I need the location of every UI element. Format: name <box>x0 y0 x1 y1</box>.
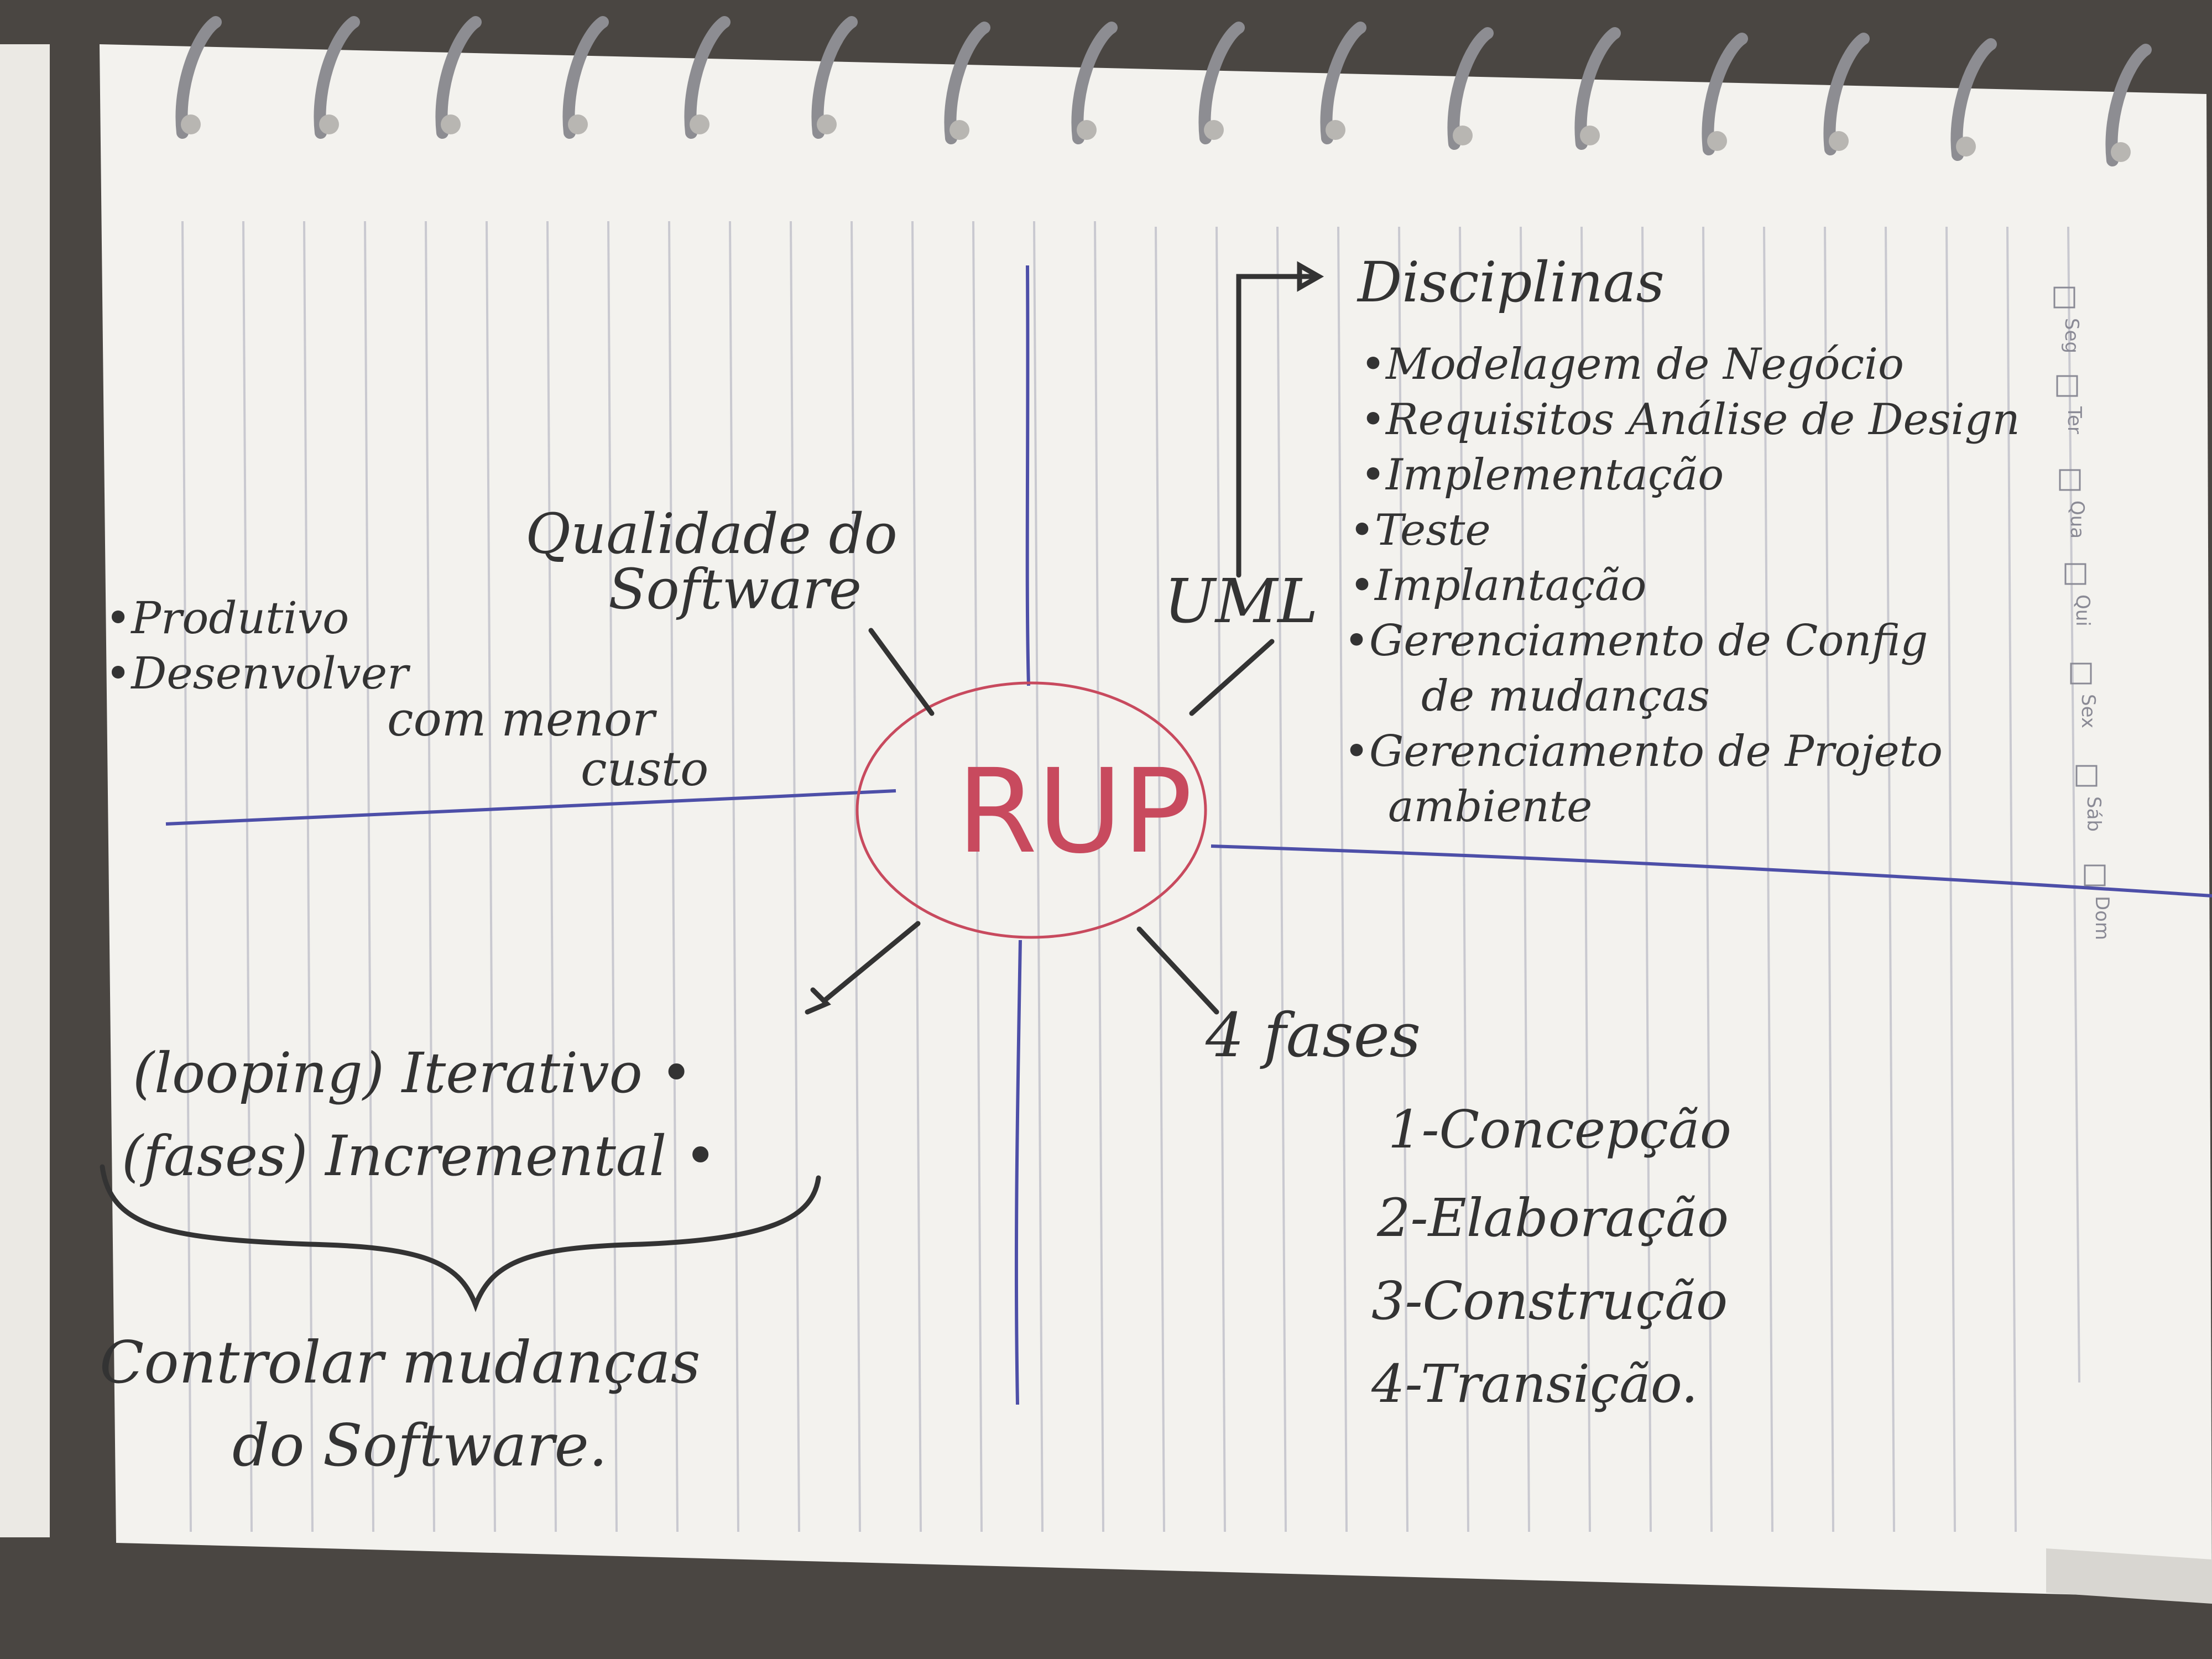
day-checkbox <box>2070 662 2092 685</box>
day-label: Seg <box>2060 318 2083 353</box>
center-label: RUP <box>957 744 1192 879</box>
quadrant-axes <box>165 265 2212 1405</box>
planner-days: Seg Ter Qua Qui Sex Sáb Dom <box>2053 286 2113 940</box>
day-label: Qui <box>2072 594 2094 627</box>
discipline-item: •Modelagem de Negócio <box>1360 340 1904 389</box>
discipline-item: •Gerenciamento de Projeto <box>1344 727 1943 776</box>
day-label: Qua <box>2066 500 2088 539</box>
discipline-item: •Requisitos Análise de Design <box>1360 395 2020 445</box>
day-label: Sáb <box>2083 796 2105 832</box>
connector-strokes <box>100 261 1324 1312</box>
bullet-desenvolver-cont1: com menor <box>387 692 657 747</box>
quality-line2: Software <box>608 557 862 622</box>
day-checkbox <box>2084 864 2106 886</box>
incremental-line: (fases) Incremental • <box>122 1124 717 1188</box>
discipline-item: •Teste <box>1349 505 1491 555</box>
quality-line1: Qualidade do <box>525 502 898 566</box>
ruled-lines <box>181 221 2080 1532</box>
bullet-desenvolver-cont2: custo <box>581 742 708 797</box>
iterative-line: (looping) Iterativo • <box>133 1041 693 1105</box>
day-checkbox <box>2075 765 2098 787</box>
discipline-item: •Implantação <box>1349 561 1646 611</box>
discipline-item: •Gerenciamento de Config <box>1344 616 1928 666</box>
phase-item: 3-Construção <box>1371 1271 1728 1332</box>
phase-item: 4-Transição. <box>1371 1354 1698 1415</box>
side-paper <box>0 44 50 1537</box>
phases-group: 4 fases 1-Concepção 2-Elaboração 3-Const… <box>1205 1000 1731 1415</box>
paper-sheet <box>100 44 2212 1598</box>
spiral-binding <box>175 16 2152 166</box>
day-label: Dom <box>2091 896 2113 940</box>
bullet-desenvolver: •Desenvolver <box>105 648 411 699</box>
control-line1: Controlar mudanças <box>100 1329 700 1396</box>
discipline-item: ambiente <box>1388 782 1592 832</box>
day-checkbox <box>2064 563 2086 585</box>
phases-title: 4 fases <box>1205 1000 1421 1071</box>
phase-item: 2-Elaboração <box>1376 1188 1729 1249</box>
day-checkbox <box>2053 286 2075 309</box>
day-checkbox <box>2059 469 2081 491</box>
disciplines-group: UML Disciplinas •Modelagem de Negócio •R… <box>1164 250 2020 832</box>
discipline-item: •Implementação <box>1360 450 1724 500</box>
center-ellipse <box>855 681 1207 939</box>
control-line2: do Software. <box>232 1412 607 1479</box>
quality-group: Qualidade do Software •Produtivo •Desenv… <box>105 502 898 797</box>
day-label: Sex <box>2077 694 2099 728</box>
phase-item: 1-Concepção <box>1388 1099 1731 1160</box>
uml-label: UML <box>1164 566 1318 637</box>
day-label: Ter <box>2063 406 2085 434</box>
day-checkbox <box>2056 375 2078 397</box>
bullet-produtivo: •Produtivo <box>105 592 349 644</box>
process-group: (looping) Iterativo • (fases) Incrementa… <box>100 1041 717 1479</box>
disciplines-title: Disciplinas <box>1357 250 1665 315</box>
discipline-item: de mudanças <box>1421 671 1710 721</box>
